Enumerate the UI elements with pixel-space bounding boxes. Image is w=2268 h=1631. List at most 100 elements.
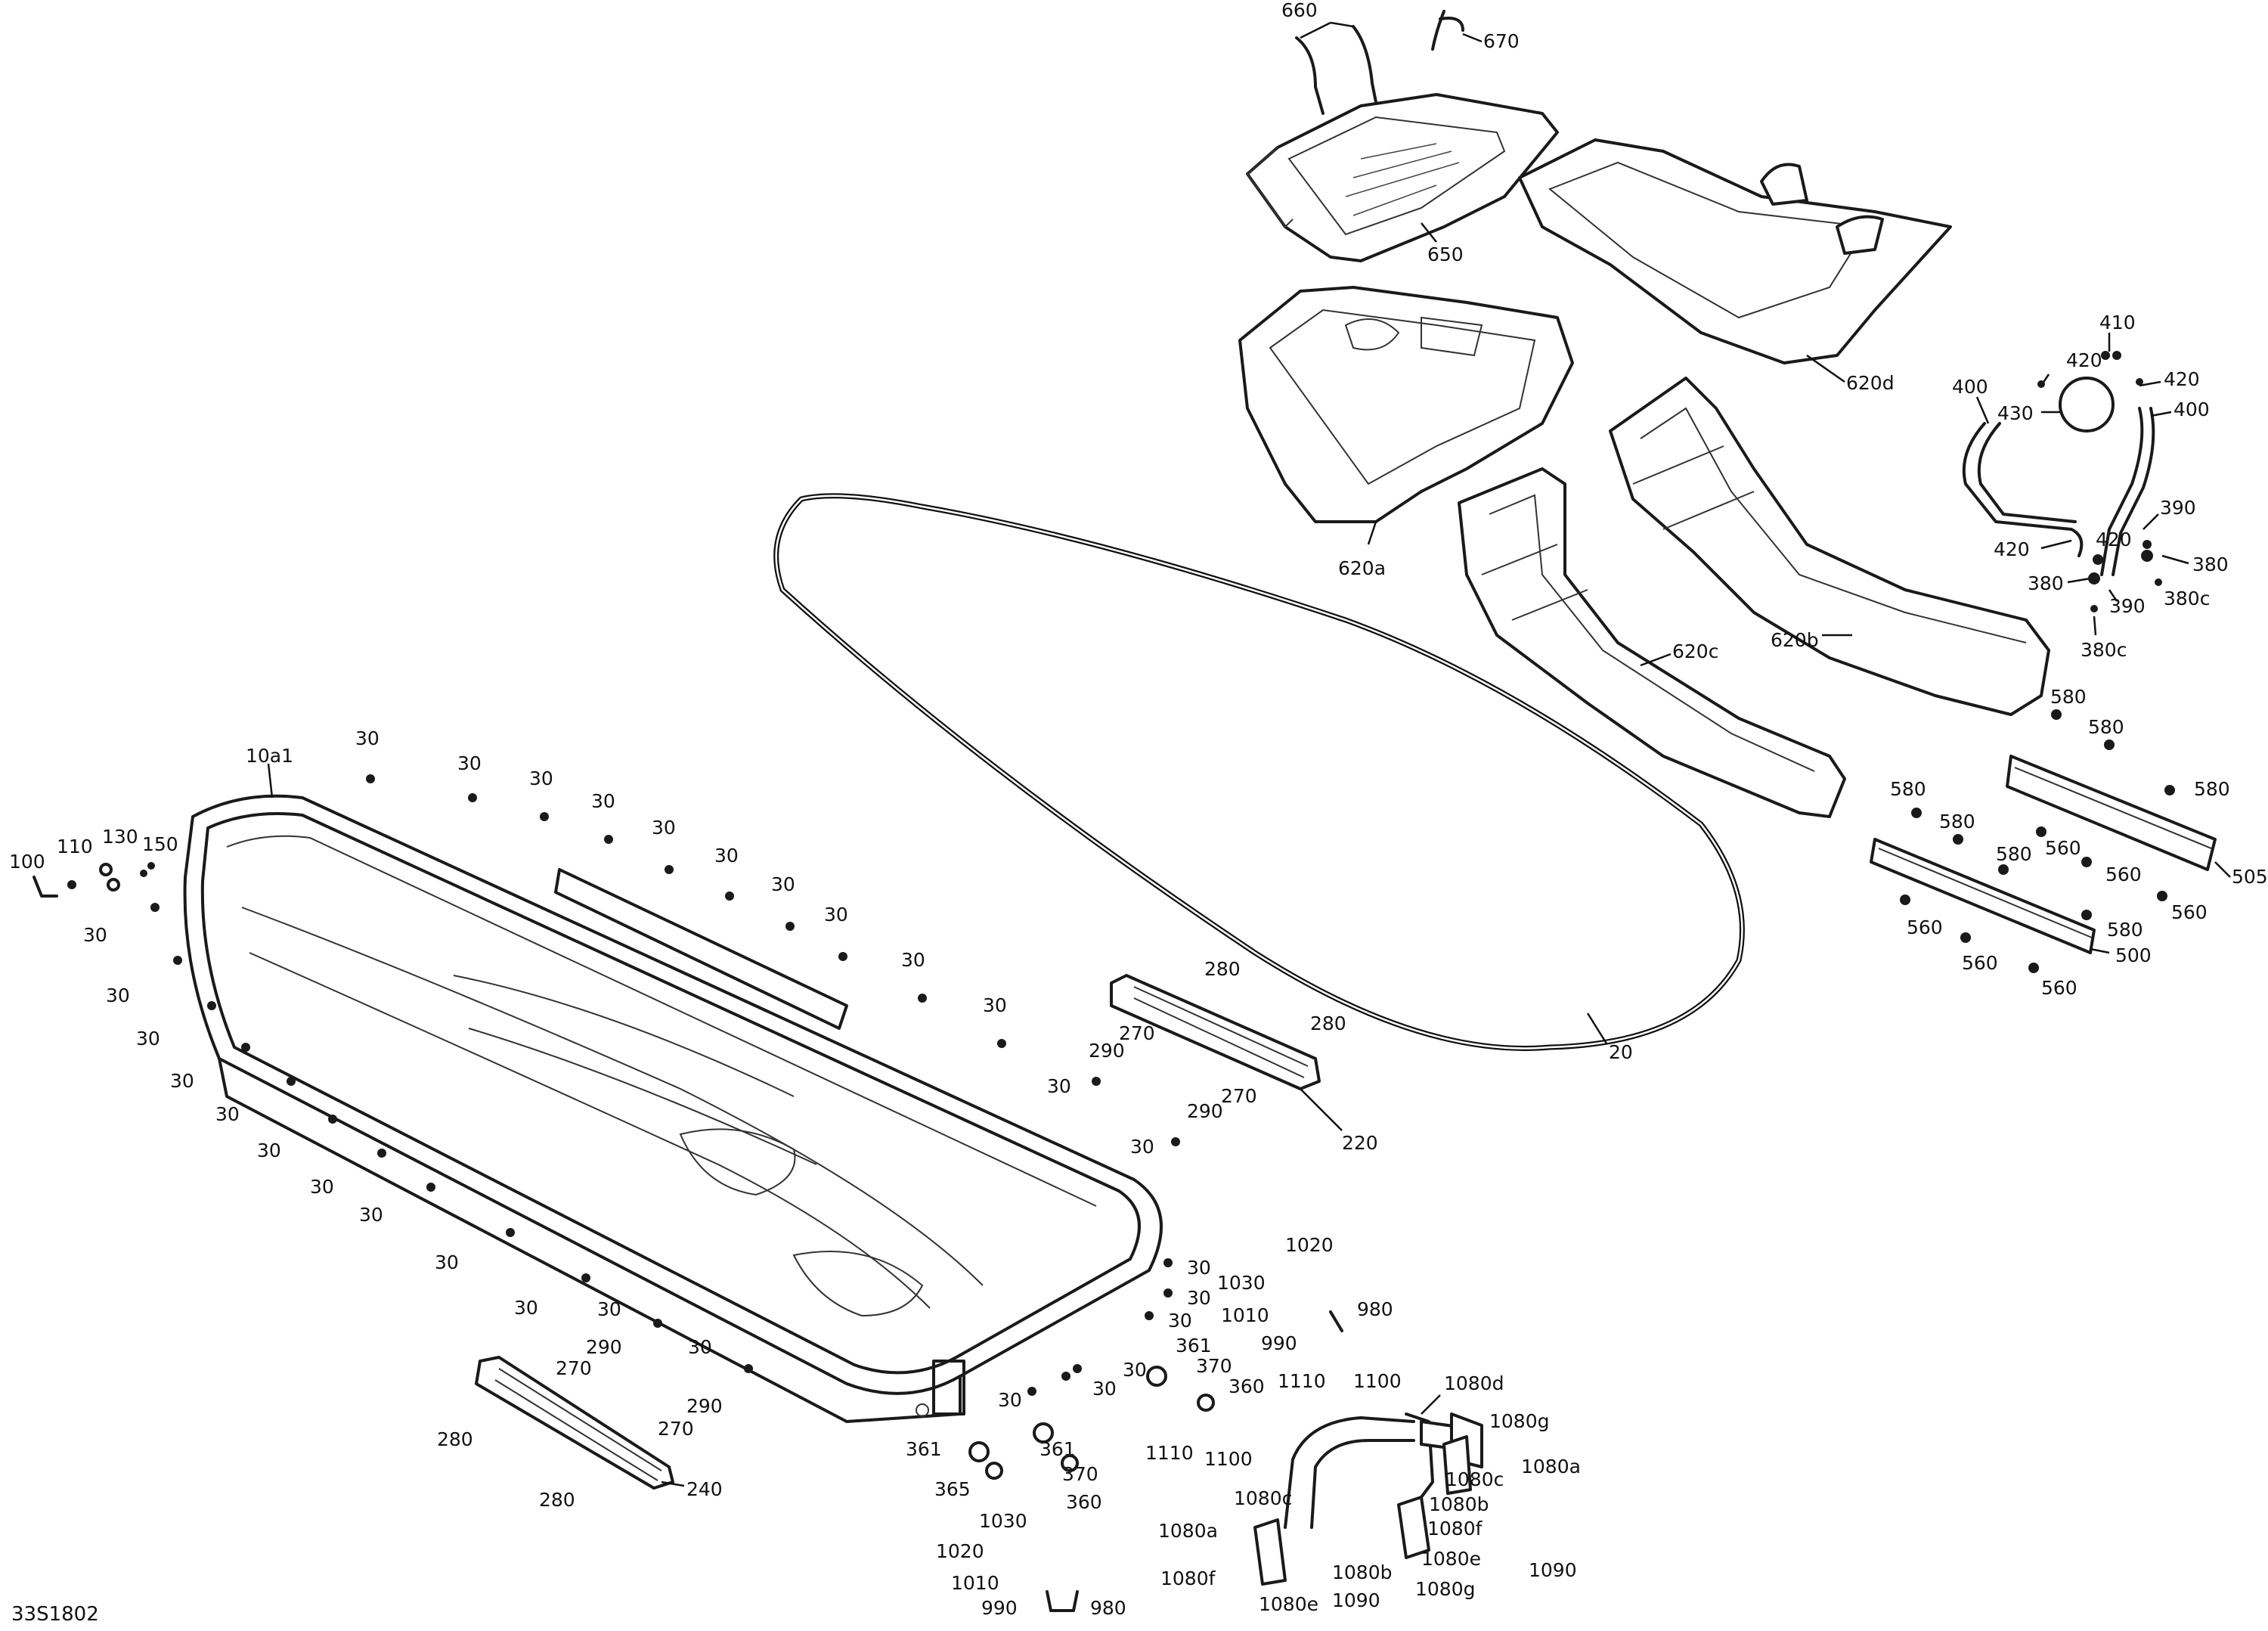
callout-560-d: 560 [1907, 916, 1943, 938]
callout-270-c: 270 [556, 1357, 592, 1379]
callout-420-top: 420 [2066, 349, 2102, 371]
liner-620a: 620a [1238, 286, 1574, 579]
callout-110: 110 [57, 836, 93, 857]
liner-620c: 620c [1458, 467, 1846, 818]
callout-660: 660 [1281, 0, 1318, 21]
callout-360-a: 360 [1228, 1375, 1265, 1397]
callout-30-13: 30 [136, 1028, 160, 1050]
callout-361-c: 361 [906, 1438, 942, 1460]
callout-580-a: 580 [2050, 686, 2087, 708]
callout-1100-bottom: 1100 [1204, 1448, 1253, 1470]
callout-505: 505 [2232, 866, 2268, 888]
hull-fasteners-30: 30 30 30 30 30 30 30 30 30 30 30 30 30 3… [83, 727, 1211, 1411]
callout-370-a: 370 [1196, 1355, 1232, 1377]
callout-30-15: 30 [215, 1103, 240, 1125]
callout-30-8: 30 [824, 904, 848, 926]
callout-270-d: 270 [658, 1418, 694, 1440]
callout-420-mid: 420 [2096, 529, 2132, 550]
callout-30-2: 30 [457, 752, 482, 774]
plate-220: 220 [1110, 974, 1378, 1154]
callout-980-bottom: 980 [1090, 1597, 1126, 1619]
callout-380-right: 380 [2192, 553, 2229, 575]
callout-100: 100 [9, 851, 45, 873]
callout-1100-top: 1100 [1353, 1370, 1402, 1392]
callout-30-25: 30 [1187, 1257, 1211, 1279]
rear-handle-assembly: 1080d 1080g 1080a 1080c 1080b 1080f 1080… [1158, 1372, 1581, 1615]
callout-30-26: 30 [1187, 1287, 1211, 1309]
bracket-500: 500 [1870, 838, 2152, 966]
callout-410: 410 [2099, 312, 2136, 333]
callout-150: 150 [142, 833, 178, 855]
callout-20: 20 [1609, 1041, 1633, 1063]
callout-290-c: 290 [586, 1336, 622, 1358]
callout-270-a: 270 [1119, 1022, 1155, 1044]
callout-1080g-bottom: 1080g [1415, 1578, 1476, 1600]
callout-1090-left: 1090 [1332, 1589, 1380, 1611]
callout-1080a-right: 1080a [1521, 1456, 1581, 1478]
callout-30-22: 30 [688, 1336, 712, 1358]
callout-30-28: 30 [1123, 1359, 1147, 1381]
callout-620a: 620a [1338, 557, 1386, 579]
callout-1080b-right: 1080b [1429, 1493, 1489, 1515]
callout-990-top: 990 [1261, 1332, 1297, 1354]
callout-430: 430 [1997, 402, 2034, 424]
callout-1080f-left: 1080f [1160, 1567, 1216, 1589]
callout-380c-right: 380c [2164, 588, 2210, 609]
callout-370-b: 370 [1062, 1463, 1098, 1485]
callout-1010-top: 1010 [1221, 1304, 1269, 1326]
callout-30-20: 30 [514, 1297, 538, 1319]
callout-130: 130 [102, 826, 138, 848]
front-small-parts: 100 110 130 150 [9, 826, 178, 898]
callout-390-top: 390 [2160, 497, 2196, 519]
callout-30-29: 30 [1092, 1378, 1117, 1400]
hull-seal: 20 [773, 493, 1745, 1063]
callout-30-11: 30 [83, 924, 107, 946]
hull: 10a1 [183, 745, 1163, 1423]
callout-270-b: 270 [1221, 1085, 1257, 1107]
callout-560-f: 560 [2041, 977, 2077, 999]
callout-400-left: 400 [1952, 376, 1988, 398]
callout-670: 670 [1483, 30, 1520, 52]
callout-560-b: 560 [2105, 864, 2142, 885]
callout-1030-top: 1030 [1217, 1272, 1266, 1294]
callout-1080a-left: 1080a [1158, 1520, 1218, 1542]
callout-1110-top: 1110 [1278, 1370, 1326, 1392]
callout-290-a: 290 [1089, 1040, 1125, 1062]
callout-30-10: 30 [983, 994, 1007, 1016]
callout-30-3: 30 [529, 767, 553, 789]
callout-620b: 620b [1771, 629, 1819, 651]
liner-620b: 620b [1609, 377, 2050, 716]
callout-30-24: 30 [1130, 1136, 1154, 1158]
callout-30-27: 30 [1168, 1310, 1192, 1332]
callout-1080c-right: 1080c [1445, 1468, 1504, 1490]
callout-30-7: 30 [771, 873, 795, 895]
callout-580-e: 580 [1939, 811, 1975, 833]
callout-10a1: 10a1 [246, 745, 293, 767]
callout-280-b: 280 [1310, 1012, 1346, 1034]
callout-280-c: 280 [437, 1428, 473, 1450]
callout-220: 220 [1342, 1132, 1378, 1154]
footrest-tray: 650 [1246, 93, 1559, 265]
callout-290-b: 290 [1187, 1100, 1223, 1122]
callout-620d: 620d [1846, 372, 1895, 394]
bracket-fasteners: 580 580 580 580 580 580 580 560 560 560 … [1890, 686, 2230, 999]
callout-560-c: 560 [2171, 901, 2208, 923]
callout-580-b: 580 [2088, 716, 2124, 738]
callout-30-9: 30 [901, 949, 925, 971]
callout-380c-bottom: 380c [2081, 639, 2127, 661]
callout-1080f-right: 1080f [1427, 1518, 1483, 1540]
callout-30-30: 30 [998, 1389, 1022, 1411]
callout-365: 365 [934, 1478, 971, 1500]
callout-1020-bottom: 1020 [936, 1540, 984, 1562]
callout-1080d: 1080d [1444, 1372, 1504, 1394]
callout-1110-bottom: 1110 [1145, 1442, 1194, 1464]
grab-handles: 660 670 [1281, 0, 1520, 115]
callout-361-a: 361 [1176, 1335, 1212, 1357]
callout-30-14: 30 [170, 1070, 194, 1092]
callout-30-1: 30 [355, 727, 380, 749]
callout-1080e-right: 1080e [1421, 1548, 1481, 1570]
callout-580-d: 580 [1890, 778, 1926, 800]
callout-280-a: 280 [1204, 958, 1241, 980]
drain-hose-assembly: 430 400 400 420 420 410 420 420 390 380 … [1952, 312, 2229, 661]
callout-1090-right: 1090 [1529, 1559, 1577, 1581]
